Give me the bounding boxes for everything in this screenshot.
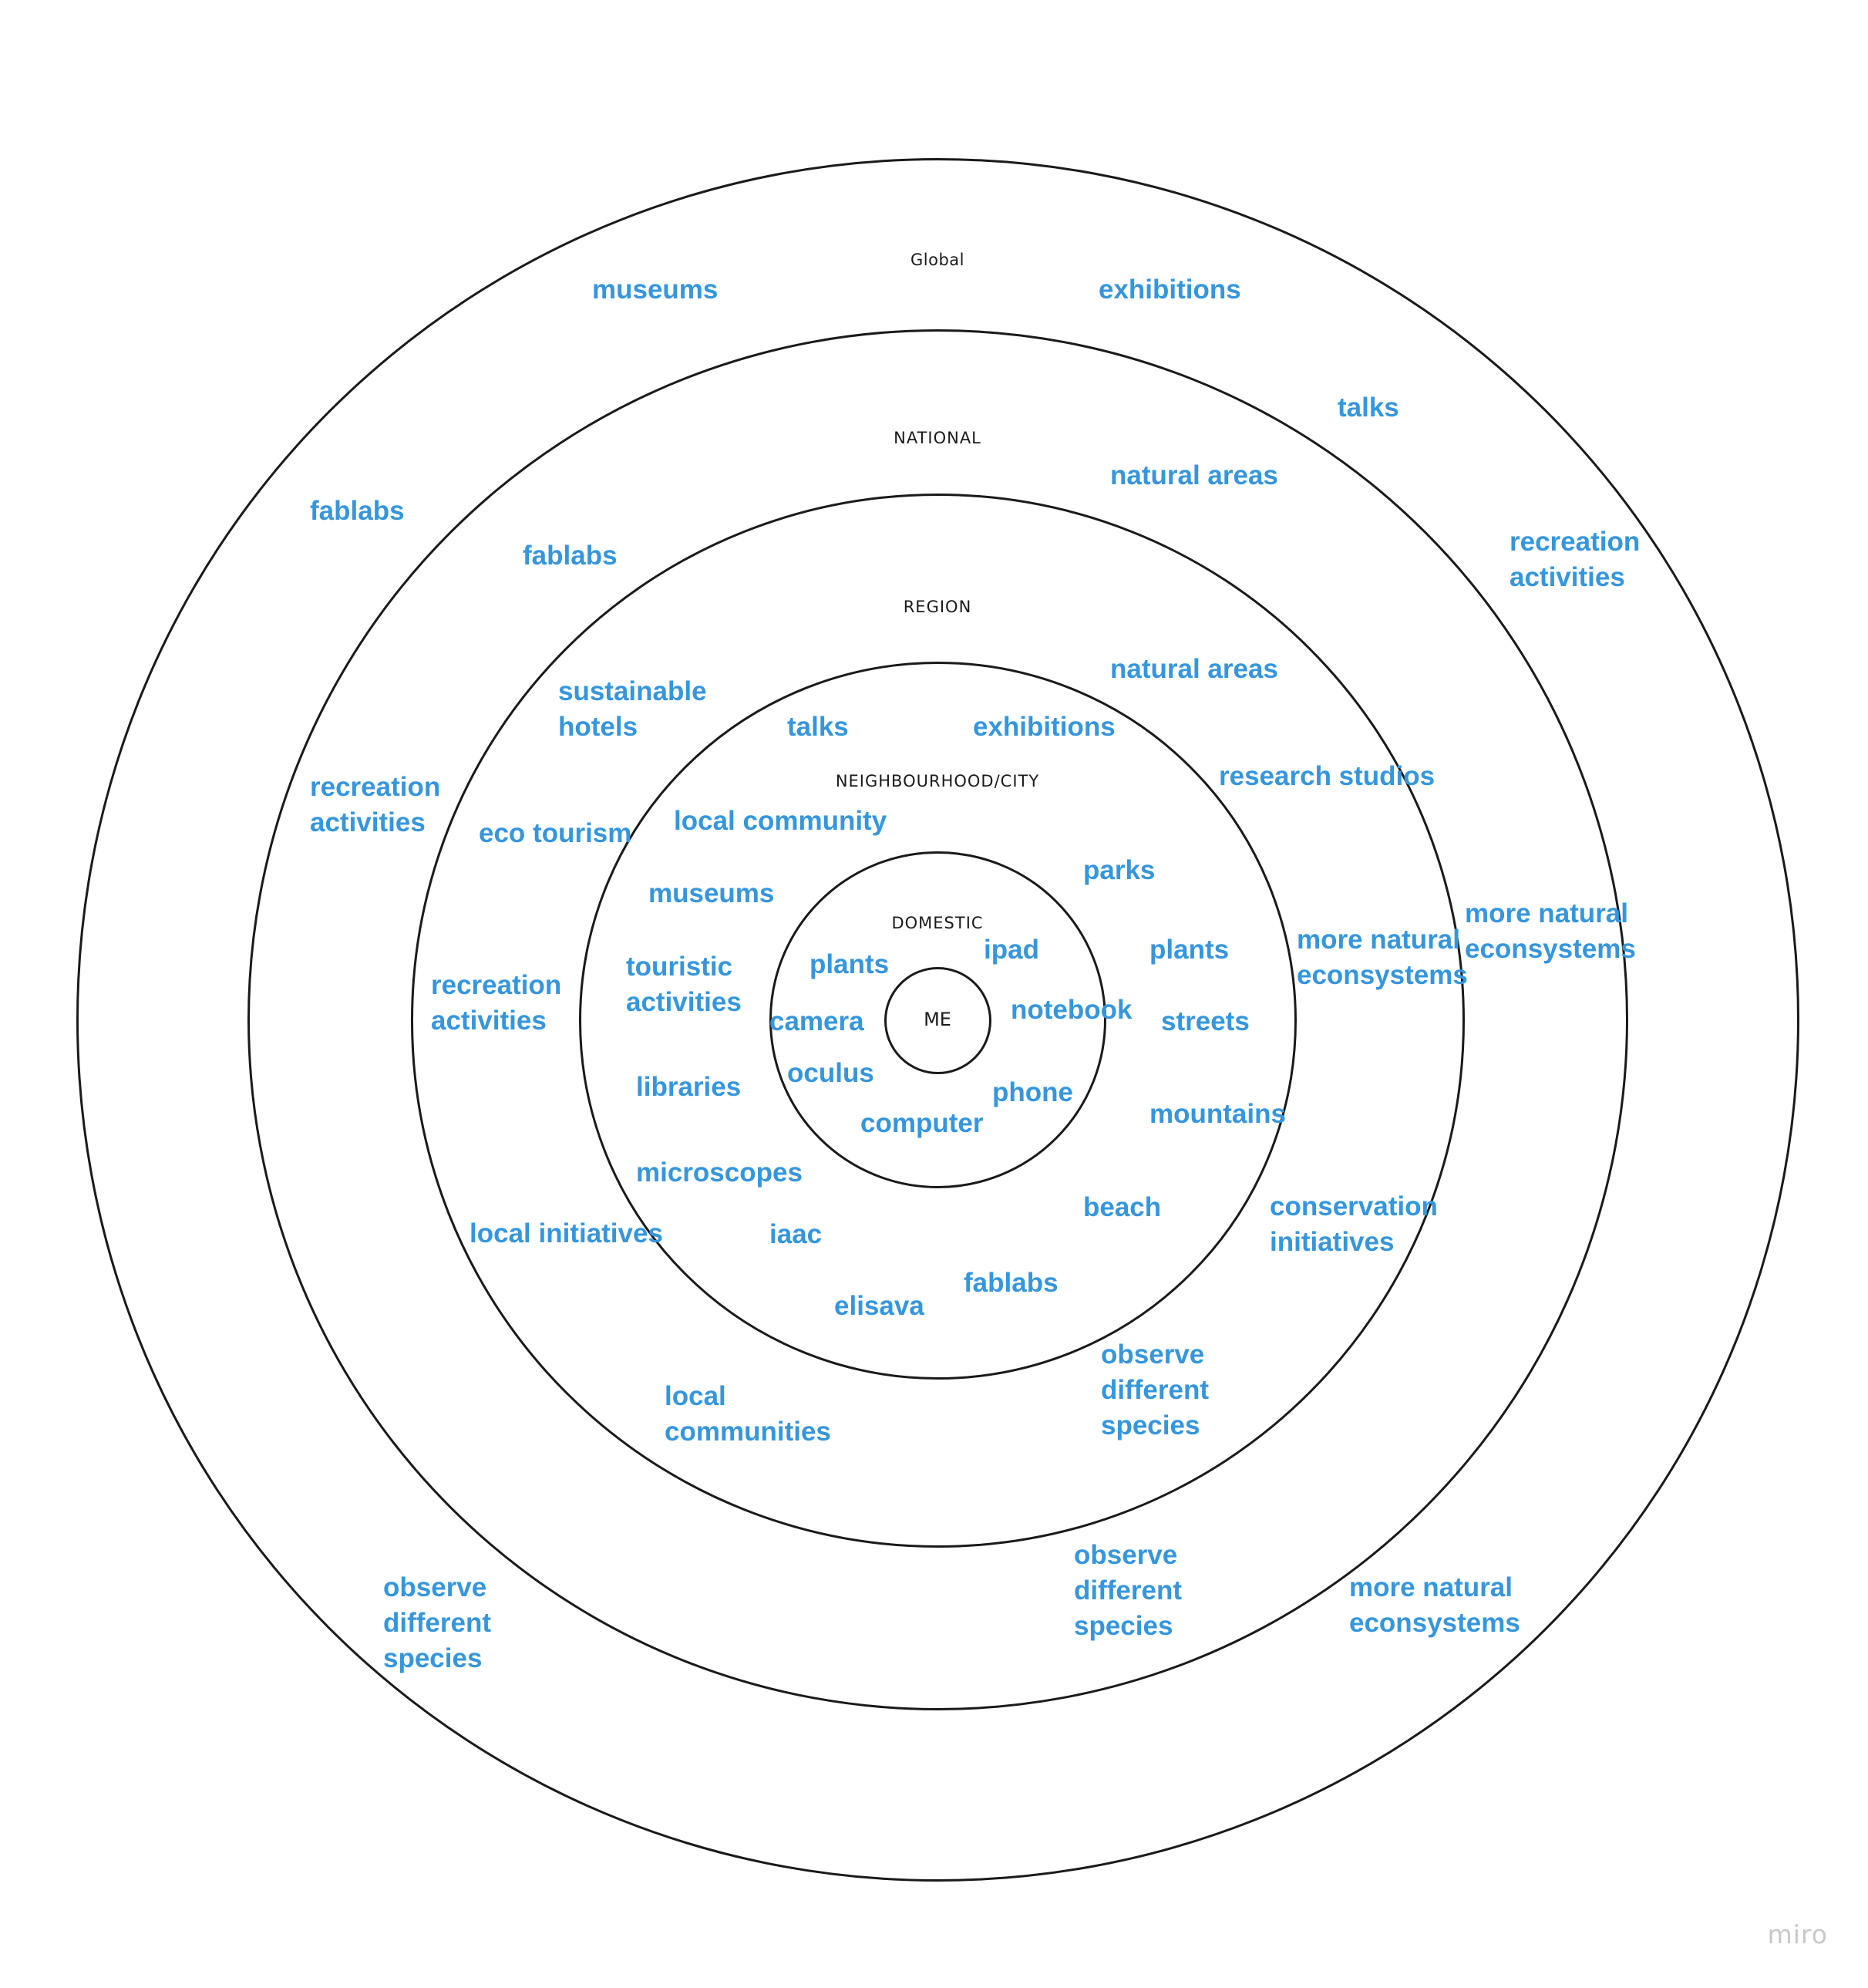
- ring-region: [411, 494, 1465, 1548]
- item-plants: plants: [1149, 935, 1230, 965]
- item-elisava: elisava: [834, 1291, 924, 1321]
- ring-global: [76, 158, 1799, 1882]
- ring-label-region: REGION: [903, 598, 972, 616]
- item-recreation-activities: recreation activities: [310, 772, 441, 837]
- item-more-natural-ecosystems: more natural econsystems: [1465, 898, 1636, 964]
- miro-logo: miro: [1767, 1919, 1828, 1949]
- item-fablabs: fablabs: [523, 541, 618, 571]
- item-local-initiatives: local initiatives: [470, 1218, 663, 1248]
- item-more-natural-ecosystems: more natural econsystems: [1297, 925, 1468, 990]
- item-streets: streets: [1161, 1006, 1250, 1036]
- item-microscopes: microscopes: [636, 1157, 803, 1188]
- item-beach: beach: [1083, 1192, 1162, 1222]
- item-talks: talks: [1338, 393, 1399, 423]
- item-natural-areas: natural areas: [1110, 654, 1278, 684]
- item-fablabs: fablabs: [964, 1268, 1059, 1298]
- item-local-community: local community: [674, 806, 887, 836]
- item-notebook: notebook: [1011, 995, 1133, 1025]
- item-oculus: oculus: [787, 1058, 874, 1088]
- item-observe-different-species: observe different species: [1101, 1339, 1209, 1440]
- item-museums: museums: [592, 275, 719, 305]
- ring-label-domestic: DOMESTIC: [891, 914, 984, 932]
- item-plants: plants: [809, 949, 890, 979]
- item-phone: phone: [992, 1077, 1073, 1107]
- item-exhibitions: exhibitions: [1099, 275, 1241, 305]
- ring-label-national: NATIONAL: [894, 429, 981, 447]
- item-exhibitions: exhibitions: [973, 712, 1116, 742]
- item-more-natural-ecosystems: more natural econsystems: [1349, 1572, 1520, 1638]
- item-conservation-initiatives: conservation initiatives: [1270, 1191, 1438, 1257]
- ring-domestic: [769, 851, 1106, 1188]
- item-local-communities: local communities: [665, 1381, 831, 1447]
- item-libraries: libraries: [636, 1072, 742, 1102]
- item-mountains: mountains: [1149, 1099, 1286, 1129]
- item-observe-different-species: observe different species: [1074, 1540, 1182, 1641]
- ring-national: [247, 329, 1628, 1710]
- item-ipad: ipad: [984, 935, 1039, 965]
- item-recreation-activities: recreation activities: [1510, 527, 1641, 592]
- item-eco-tourism: eco tourism: [479, 818, 632, 848]
- item-fablabs: fablabs: [310, 496, 405, 526]
- item-talks: talks: [787, 712, 849, 742]
- item-research-studios: research studios: [1219, 761, 1435, 791]
- item-camera: camera: [769, 1006, 864, 1036]
- ring-label-global: Global: [910, 251, 964, 269]
- ring-neighbourhood: [579, 662, 1297, 1380]
- item-observe-different-species: observe different species: [383, 1572, 491, 1673]
- item-touristic-activities: touristic activities: [626, 952, 742, 1017]
- item-iaac: iaac: [769, 1219, 823, 1249]
- item-computer: computer: [860, 1108, 984, 1138]
- ring-me: [884, 967, 991, 1074]
- ring-label-neighbourhood: NEIGHBOURHOOD/CITY: [835, 772, 1040, 790]
- item-recreation-activities: recreation activities: [431, 970, 562, 1036]
- ring-label-me: ME: [924, 1009, 951, 1030]
- item-sustainable-hotels: sustainable hotels: [558, 676, 707, 742]
- item-parks: parks: [1083, 855, 1156, 885]
- item-natural-areas: natural areas: [1110, 460, 1278, 490]
- item-museums: museums: [648, 878, 775, 908]
